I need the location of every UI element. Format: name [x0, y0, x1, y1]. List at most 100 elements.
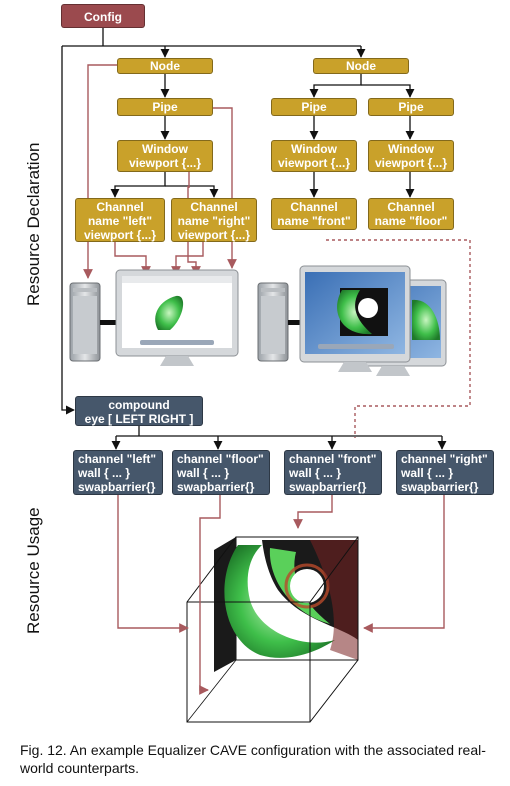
channel-front-title: Channel — [290, 200, 338, 214]
compound-box: compound eye [ LEFT RIGHT ] — [75, 396, 203, 426]
usage-channel-front-swapbarrier: swapbarrier{} — [289, 480, 367, 494]
window-2-title: Window — [291, 142, 337, 156]
usage-channel-left-box: channel "left" wall { ... } swapbarrier{… — [73, 450, 163, 495]
pipe-1-label: Pipe — [152, 100, 178, 114]
window-box-1: Window viewport {...} — [117, 140, 213, 172]
left-dock — [140, 340, 214, 345]
usage-channel-front-box: channel "front" wall { ... } swapbarrier… — [284, 450, 382, 495]
cave-hidden-edges — [186, 659, 358, 723]
red-arrow-floor — [199, 494, 221, 695]
second-monitor-stand — [376, 366, 410, 376]
red-arrow-channel-right-to-screen — [171, 240, 204, 276]
cave-green-shape — [224, 545, 335, 658]
window-box-2: Window viewport {...} — [271, 140, 357, 172]
resource-reference-arrows — [83, 64, 471, 438]
config-label: Config — [84, 10, 122, 24]
usage-channel-right-swapbarrier: swapbarrier{} — [401, 480, 479, 494]
node-box-1: Node — [117, 58, 213, 74]
arrow-window1-channel-left — [110, 172, 166, 198]
left-workstation — [69, 282, 116, 362]
channel-floor-name: name "floor" — [374, 214, 448, 228]
channel-right-title: Channel — [190, 200, 238, 214]
channel-right-viewport: viewport {...} — [177, 228, 251, 242]
front-monitor-stand — [338, 362, 372, 372]
pipe-box-2: Pipe — [271, 98, 357, 116]
red-arrow-channel-left-to-screen — [114, 240, 151, 276]
channel-floor-title: Channel — [387, 200, 435, 214]
arrow-config-compound — [61, 46, 75, 415]
usage-channel-right-box: channel "right" wall { ... } swapbarrier… — [396, 450, 494, 495]
left-tower-panel — [73, 296, 97, 354]
window-2-viewport: viewport {...} — [277, 156, 351, 170]
cave-hole-rim — [284, 563, 330, 609]
front-dock — [318, 344, 394, 349]
cave-visualization — [186, 536, 359, 723]
channel-box-right: Channel name "right" viewport {...} — [171, 198, 257, 242]
config-box: Config — [61, 4, 145, 28]
right-tower-vent — [261, 288, 285, 292]
usage-channel-floor-swapbarrier: swapbarrier{} — [177, 480, 255, 494]
arrow-window1-channel-right — [165, 185, 219, 198]
cave-green-highlight — [269, 548, 330, 624]
cave-center-hole — [290, 569, 324, 603]
node-box-2: Node — [313, 58, 409, 74]
red-arrow-right-wall — [363, 494, 445, 633]
declaration-connectors — [61, 28, 415, 415]
left-monitor-menubar — [122, 276, 232, 283]
channel-left-name: name "left" — [87, 214, 153, 228]
red-arrow-node-to-machine — [83, 64, 118, 279]
cave-front-edges — [187, 536, 359, 722]
front-screen-render-green — [337, 290, 372, 335]
red-arrow-left-wall — [117, 494, 189, 633]
red-arrow-front-wall — [293, 494, 333, 529]
window-3-title: Window — [388, 142, 434, 156]
right-cable — [288, 320, 302, 325]
usage-channel-left-swapbarrier: swapbarrier{} — [78, 480, 156, 494]
window-3-viewport: viewport {...} — [374, 156, 448, 170]
channel-left-title: Channel — [96, 200, 144, 214]
usage-channel-front-wall: wall { ... } — [289, 466, 342, 480]
usage-channel-floor-name: channel "floor" — [177, 452, 264, 466]
channel-right-name: name "right" — [177, 214, 251, 228]
window-box-3: Window viewport {...} — [368, 140, 454, 172]
node-1-label: Node — [150, 59, 180, 73]
section-label-usage: Resource Usage — [24, 507, 43, 634]
window-1-viewport: viewport {...} — [128, 156, 202, 170]
usage-channel-left-name: channel "left" — [78, 452, 157, 466]
arrow-node2-pipe2 — [309, 73, 362, 98]
channel-front-name: name "front" — [277, 214, 351, 228]
left-display — [115, 269, 239, 366]
front-screen-render-hole — [358, 298, 378, 318]
channel-box-left: Channel name "left" viewport {...} — [75, 198, 165, 242]
pipe-3-label: Pipe — [398, 100, 424, 114]
left-monitor-stand — [160, 356, 194, 366]
pipe-2-label: Pipe — [301, 100, 327, 114]
pipe-box-3: Pipe — [368, 98, 454, 116]
usage-channel-front-name: channel "front" — [289, 452, 377, 466]
channel-left-viewport: viewport {...} — [83, 228, 157, 242]
compound-title: compound — [108, 398, 170, 412]
usage-channel-floor-wall: wall { ... } — [177, 466, 230, 480]
right-workstation — [257, 282, 302, 362]
second-screen-render — [412, 299, 440, 340]
section-label-declaration: Resource Declaration — [24, 142, 43, 306]
pipe-box-1: Pipe — [117, 98, 213, 116]
channel-box-floor: Channel name "floor" — [368, 198, 454, 230]
dotted-link-front — [326, 239, 471, 438]
red-arrow-pipe-to-display — [213, 107, 237, 269]
figure-caption: Fig. 12. An example Equalizer CAVE confi… — [20, 742, 486, 776]
right-tower-panel — [261, 296, 285, 354]
usage-connectors — [111, 424, 447, 450]
node-2-label: Node — [346, 59, 376, 73]
left-tower-vent — [73, 288, 97, 292]
left-screen-render — [155, 295, 184, 330]
channel-box-front: Channel name "front" — [271, 198, 357, 230]
right-display-primary — [299, 265, 411, 372]
usage-channel-floor-box: channel "floor" wall { ... } swapbarrier… — [172, 450, 270, 495]
compound-eye: eye [ LEFT RIGHT ] — [84, 412, 194, 426]
usage-channel-left-wall: wall { ... } — [78, 466, 131, 480]
window-1-title: Window — [142, 142, 188, 156]
usage-reference-arrows — [117, 494, 445, 695]
usage-channel-right-name: channel "right" — [401, 452, 488, 466]
